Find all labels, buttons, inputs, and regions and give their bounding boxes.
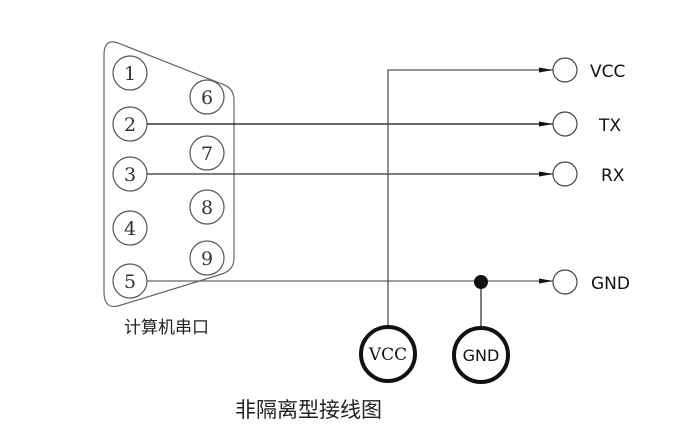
pin-1: 1 [112,55,148,91]
terminal-label: TX [598,116,621,136]
terminal-tx: TX [552,111,621,137]
power-node-label: GND [463,346,500,365]
pin-label: 3 [124,164,136,186]
pin-label: 9 [201,248,213,270]
pin-label: 8 [201,197,213,219]
pin-4: 4 [112,210,148,246]
terminal-label: RX [601,166,625,186]
power-node-vcc: VCC [359,325,417,383]
pin-label: 7 [201,143,213,165]
diagram-title: 非隔离型接线图 [235,398,382,422]
terminal-rx: RX [552,161,625,187]
pin-7: 7 [189,135,225,171]
power-node-gnd: GND [452,326,510,384]
pin-9: 9 [189,240,225,276]
wire-vcc [387,67,553,326]
pin-label: 2 [124,114,136,136]
db9-connector-outline [103,41,235,308]
pin-label: 4 [124,218,136,240]
pin-6: 6 [189,79,225,115]
terminal-label: VCC [590,62,625,82]
pin-8: 8 [189,189,225,225]
pin-label: 5 [124,271,136,293]
connector-caption: 计算机串口 [124,318,209,338]
pin-3: 3 [112,156,148,192]
junction-dot [474,275,488,289]
pin-label: 6 [201,87,213,109]
pin-label: 1 [124,63,136,85]
terminal-gnd: GND [552,269,630,295]
pin-2: 2 [112,106,148,142]
terminal-label: GND [591,274,630,294]
pin-5: 5 [112,263,148,299]
terminal-vcc: VCC [552,57,625,83]
power-node-label: VCC [368,345,407,365]
